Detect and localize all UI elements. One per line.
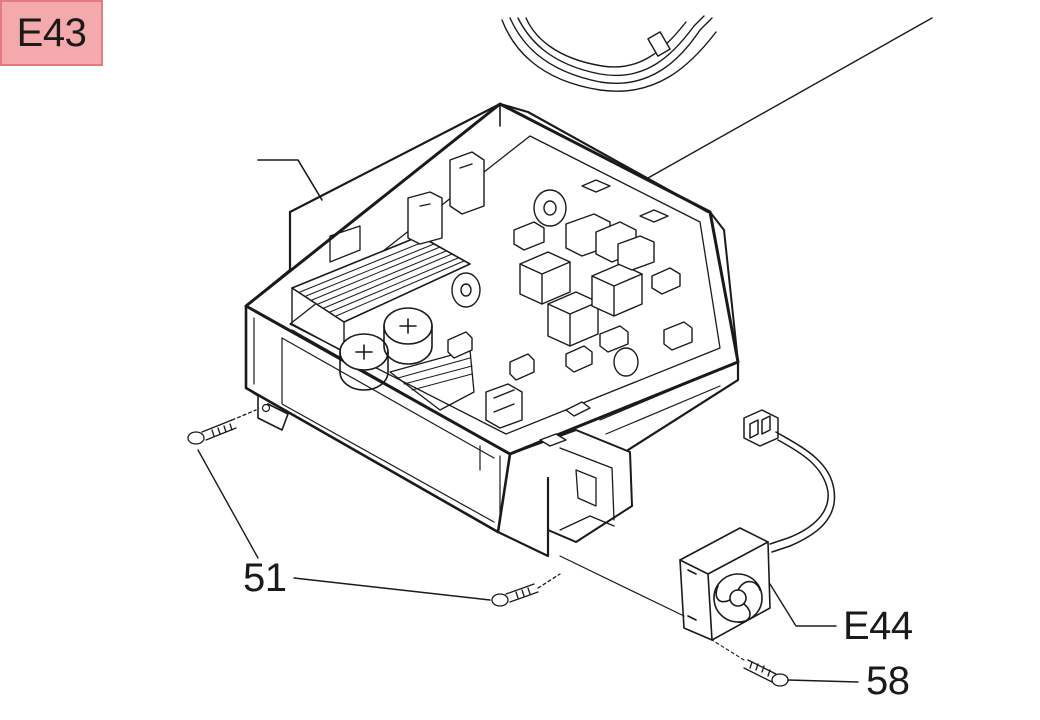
- fan-screw-path: [712, 640, 744, 660]
- screw-58: [744, 660, 788, 686]
- callout-e43-label: E43: [16, 11, 87, 55]
- e44-leader-line: [770, 584, 836, 626]
- callout-51-label: 51: [243, 556, 287, 600]
- callout-e43-highlight: E43: [0, 0, 103, 66]
- callout-e44-label: E44: [843, 604, 913, 648]
- screw-51-upper: [188, 410, 256, 444]
- screw-51-leader-a: [198, 450, 258, 558]
- cooling-fan: [680, 528, 770, 640]
- wire-harness: [502, 16, 716, 91]
- heatsink: [292, 236, 474, 410]
- screw-58-leader: [788, 680, 858, 682]
- board-components: [408, 152, 692, 446]
- control-box-unit: [246, 104, 738, 556]
- screw-51-lower: [492, 574, 560, 606]
- e43-leader-line: [258, 160, 322, 200]
- capacitors: [340, 308, 432, 390]
- harness-leader-line: [648, 18, 932, 178]
- fan-alignment-line: [560, 556, 684, 616]
- callout-58-label: 58: [866, 659, 910, 703]
- fan-cable-connector: [744, 410, 835, 552]
- screw-51-leader-b: [294, 578, 490, 600]
